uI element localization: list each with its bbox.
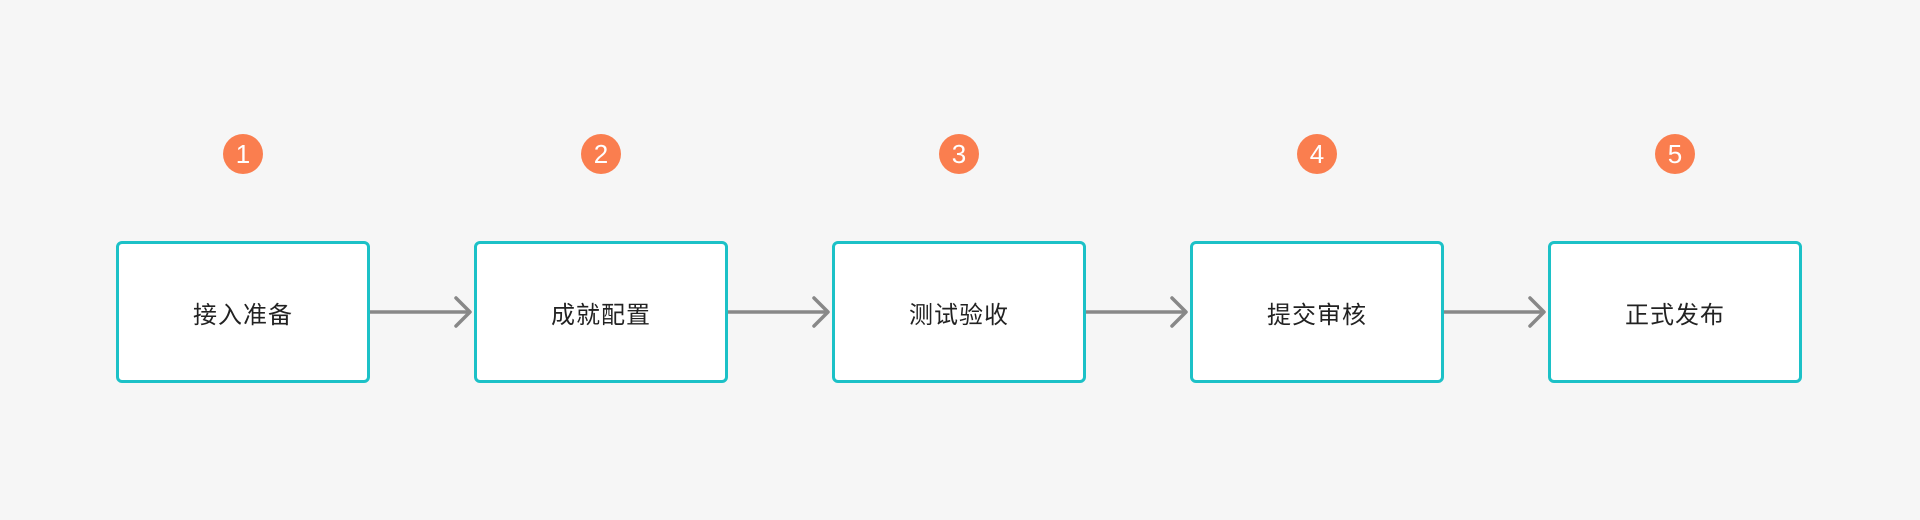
step-label: 正式发布 [1625,300,1725,329]
step-label: 测试验收 [909,300,1009,329]
step-2: 2 成就配置 [474,0,728,520]
arrow-right-icon [370,296,472,328]
step-number-badge: 3 [939,134,979,174]
step-box: 测试验收 [832,241,1086,383]
step-box: 正式发布 [1548,241,1802,383]
step-box: 接入准备 [116,241,370,383]
step-3: 3 测试验收 [832,0,1086,520]
step-number-badge: 5 [1655,134,1695,174]
step-number-badge: 2 [581,134,621,174]
step-1: 1 接入准备 [116,0,370,520]
step-box: 提交审核 [1190,241,1444,383]
arrow-right-icon [1086,296,1188,328]
step-label: 成就配置 [551,300,651,329]
arrow-right-icon [1444,296,1546,328]
step-5: 5 正式发布 [1548,0,1802,520]
step-box: 成就配置 [474,241,728,383]
step-label: 接入准备 [193,300,293,329]
step-number-badge: 1 [223,134,263,174]
arrow-right-icon [728,296,830,328]
step-number-badge: 4 [1297,134,1337,174]
step-4: 4 提交审核 [1190,0,1444,520]
step-label: 提交审核 [1267,300,1367,329]
